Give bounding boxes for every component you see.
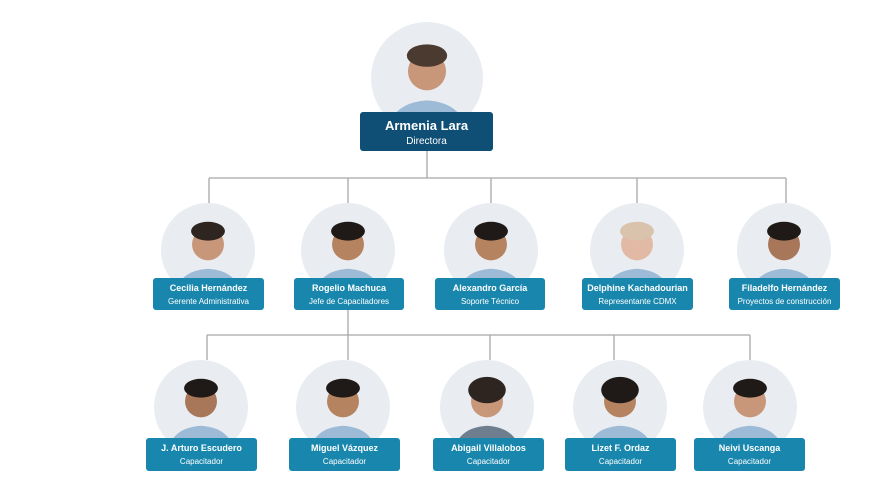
manager-role: Soporte Técnico bbox=[460, 297, 520, 306]
manager-name: Rogelio Machuca bbox=[311, 283, 386, 293]
trainer-card: Miguel Vázquez Capacitador bbox=[289, 438, 400, 471]
manager-role: Proyectos de construcción bbox=[737, 297, 832, 306]
trainer-name: Miguel Vázquez bbox=[310, 443, 378, 453]
manager-card: Cecilia Hernández Gerente Administrativa bbox=[153, 278, 264, 310]
manager-role: Representante CDMX bbox=[598, 297, 677, 306]
trainer-name: Lizet F. Ordaz bbox=[591, 443, 650, 453]
trainer-name: Neivi Uscanga bbox=[718, 443, 781, 453]
trainer-role: Capacitador bbox=[727, 457, 772, 466]
trainer-role: Capacitador bbox=[322, 457, 367, 466]
trainer-role: Capacitador bbox=[598, 457, 643, 466]
trainer-role: Capacitador bbox=[179, 457, 224, 466]
trainer-card: Abigail Villalobos Capacitador bbox=[433, 438, 544, 471]
trainer-name: Abigail Villalobos bbox=[451, 443, 526, 453]
manager-role: Jefe de Capacitadores bbox=[308, 297, 390, 306]
manager-name: Delphine Kachadourian bbox=[587, 283, 688, 293]
manager-card: Delphine Kachadourian Representante CDMX bbox=[582, 278, 693, 310]
trainer-card: Lizet F. Ordaz Capacitador bbox=[565, 438, 676, 471]
trainer-name: J. Arturo Escudero bbox=[161, 443, 242, 453]
manager-card: Filadelfo Hernández Proyectos de constru… bbox=[729, 278, 840, 310]
director-name: Armenia Lara bbox=[384, 118, 469, 133]
director-card: Armenia Lara Directora bbox=[360, 112, 493, 151]
trainer-role: Capacitador bbox=[466, 457, 511, 466]
director-role: Directora bbox=[406, 136, 447, 147]
trainer-card: J. Arturo Escudero Capacitador bbox=[146, 438, 257, 471]
manager-role: Gerente Administrativa bbox=[168, 297, 249, 306]
trainer-card: Neivi Uscanga Capacitador bbox=[694, 438, 805, 471]
manager-name: Cecilia Hernández bbox=[169, 283, 248, 293]
manager-name: Filadelfo Hernández bbox=[741, 283, 828, 293]
manager-name: Alexandro García bbox=[452, 283, 528, 293]
manager-card: Rogelio Machuca Jefe de Capacitadores bbox=[294, 278, 404, 310]
manager-card: Alexandro García Soporte Técnico bbox=[435, 278, 545, 310]
